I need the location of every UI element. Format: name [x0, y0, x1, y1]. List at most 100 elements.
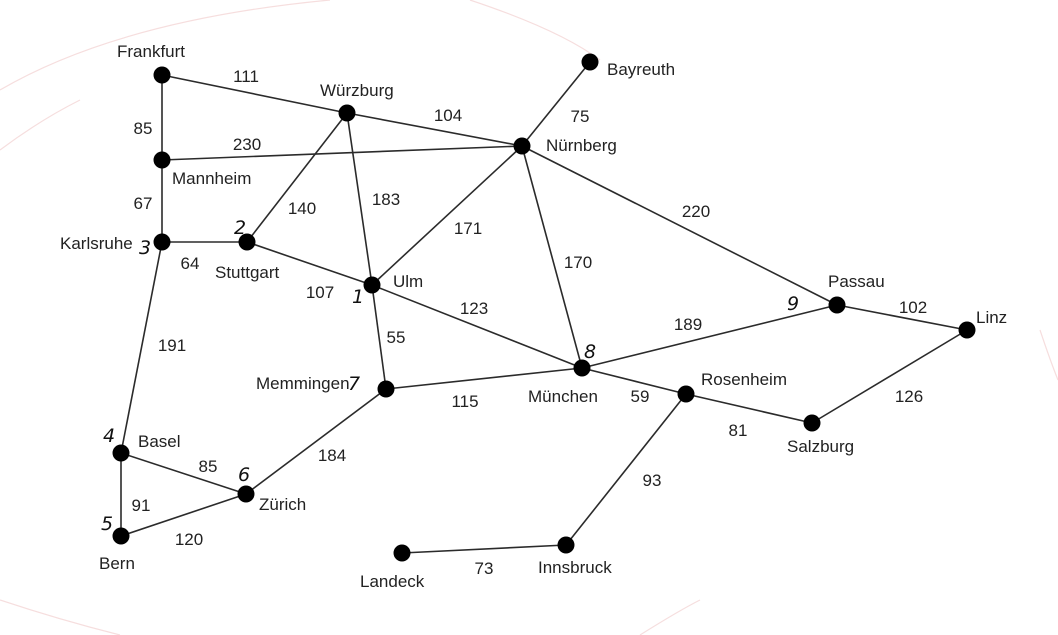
node-ulm: [363, 276, 381, 294]
edge-salzburg-linz: [811, 329, 968, 424]
city-labels-layer: FrankfurtWürzburgBayreuthMannheimNürnber…: [60, 42, 1007, 591]
edge-wuerzburg-stuttgart: [246, 112, 348, 243]
edge-karlsruhe-basel: [120, 241, 163, 454]
edge-weight-ulm-memmingen: 55: [387, 328, 406, 347]
node-passau: [828, 296, 846, 314]
city-label-ulm: Ulm: [393, 272, 423, 291]
city-label-linz: Linz: [976, 308, 1007, 327]
nodes-layer: [112, 53, 976, 562]
edge-weight-memmingen-zuerich: 184: [318, 446, 346, 465]
edge-nuernberg-muenchen: [521, 145, 583, 369]
edge-rosenheim-salzburg: [685, 393, 813, 424]
edge-weight-basel-bern: 91: [132, 496, 151, 515]
edge-weight-bern-zuerich: 120: [175, 530, 203, 549]
edge-muenchen-passau: [581, 304, 838, 369]
city-label-zuerich: Zürich: [259, 495, 306, 514]
edge-weight-karlsruhe-basel: 191: [158, 336, 186, 355]
node-memmingen: [377, 380, 395, 398]
edge-bayreuth-nuernberg: [521, 61, 591, 147]
city-label-memmingen: Memmingen: [256, 374, 350, 393]
edge-memmingen-zuerich: [245, 388, 387, 495]
handwritten-number-stuttgart: 2: [234, 217, 246, 239]
handwritten-number-memmingen: 7: [348, 373, 360, 395]
edge-bern-zuerich: [120, 493, 247, 537]
edge-wuerzburg-ulm: [346, 112, 373, 286]
edge-wuerzburg-nuernberg: [346, 112, 523, 147]
edge-stuttgart-ulm: [246, 241, 373, 286]
city-label-landeck: Landeck: [360, 572, 425, 591]
node-wuerzburg: [338, 104, 356, 122]
city-label-nuernberg: Nürnberg: [546, 136, 617, 155]
city-label-rosenheim: Rosenheim: [701, 370, 787, 389]
node-landeck: [393, 544, 411, 562]
edge-weight-salzburg-linz: 126: [895, 387, 923, 406]
handwritten-number-muenchen: 8: [584, 341, 596, 363]
handwritten-number-ulm: 1: [352, 286, 364, 308]
edge-weight-memmingen-muenchen: 115: [451, 392, 478, 411]
city-label-basel: Basel: [138, 432, 181, 451]
edge-weight-muenchen-passau: 189: [674, 315, 702, 334]
edge-weight-bayreuth-nuernberg: 75: [571, 107, 590, 126]
edge-nuernberg-passau: [521, 145, 838, 306]
node-salzburg: [803, 414, 821, 432]
edge-basel-zuerich: [120, 452, 247, 495]
edge-landeck-innsbruck: [401, 544, 567, 554]
node-karlsruhe: [153, 233, 171, 251]
handwritten-number-zuerich: 6: [238, 464, 250, 486]
node-zuerich: [237, 485, 255, 503]
node-rosenheim: [677, 385, 695, 403]
handwritten-number-karlsruhe: 3: [139, 237, 151, 259]
edge-ulm-muenchen: [371, 284, 583, 369]
city-label-wuerzburg: Würzburg: [320, 81, 394, 100]
edge-weight-ulm-muenchen: 123: [460, 299, 488, 318]
edge-mannheim-nuernberg: [161, 145, 523, 161]
city-label-mannheim: Mannheim: [172, 169, 251, 188]
node-stuttgart: [238, 233, 256, 251]
edge-weight-passau-linz: 102: [899, 298, 927, 317]
node-bern: [112, 527, 130, 545]
edge-weight-frankfurt-wuerzburg: 111: [233, 67, 259, 86]
edge-weight-rosenheim-innsbruck: 93: [643, 471, 662, 490]
edge-weight-mannheim-karlsruhe: 67: [134, 194, 153, 213]
edge-passau-linz: [836, 304, 968, 331]
edge-muenchen-rosenheim: [581, 367, 687, 395]
node-mannheim: [153, 151, 171, 169]
city-label-stuttgart: Stuttgart: [215, 263, 280, 282]
edge-frankfurt-wuerzburg: [161, 74, 348, 114]
edge-weight-wuerzburg-nuernberg: 104: [434, 106, 462, 125]
node-muenchen: [573, 359, 591, 377]
city-label-passau: Passau: [828, 272, 885, 291]
city-label-salzburg: Salzburg: [787, 437, 854, 456]
node-bayreuth: [581, 53, 599, 71]
edge-weight-wuerzburg-ulm: 183: [372, 190, 400, 209]
edges-layer: [120, 61, 968, 554]
edge-weight-frankfurt-mannheim: 85: [134, 119, 153, 138]
edge-weight-stuttgart-ulm: 107: [306, 283, 334, 302]
node-nuernberg: [513, 137, 531, 155]
edge-weight-muenchen-rosenheim: 59: [631, 387, 650, 406]
node-frankfurt: [153, 66, 171, 84]
edge-rosenheim-innsbruck: [565, 393, 687, 546]
edge-ulm-memmingen: [371, 284, 387, 390]
edge-weight-basel-zuerich: 85: [199, 457, 218, 476]
edge-weight-landeck-innsbruck: 73: [475, 559, 494, 578]
edge-weight-rosenheim-salzburg: 81: [729, 421, 748, 440]
city-label-muenchen: München: [528, 387, 598, 406]
node-linz: [958, 321, 976, 339]
handwritten-number-bern: 5: [101, 513, 113, 535]
edge-memmingen-muenchen: [385, 367, 583, 390]
edge-weight-wuerzburg-stuttgart: 140: [288, 199, 316, 218]
city-label-bayreuth: Bayreuth: [607, 60, 675, 79]
edge-weight-nuernberg-passau: 220: [682, 202, 710, 221]
city-label-bern: Bern: [99, 554, 135, 573]
handwritten-number-passau: 9: [787, 293, 799, 315]
edge-weight-nuernberg-ulm: 171: [454, 219, 482, 238]
edge-weight-nuernberg-muenchen: 170: [564, 253, 592, 272]
node-basel: [112, 444, 130, 462]
city-label-innsbruck: Innsbruck: [538, 558, 612, 577]
edge-weight-karlsruhe-stuttgart: 64: [181, 254, 200, 273]
